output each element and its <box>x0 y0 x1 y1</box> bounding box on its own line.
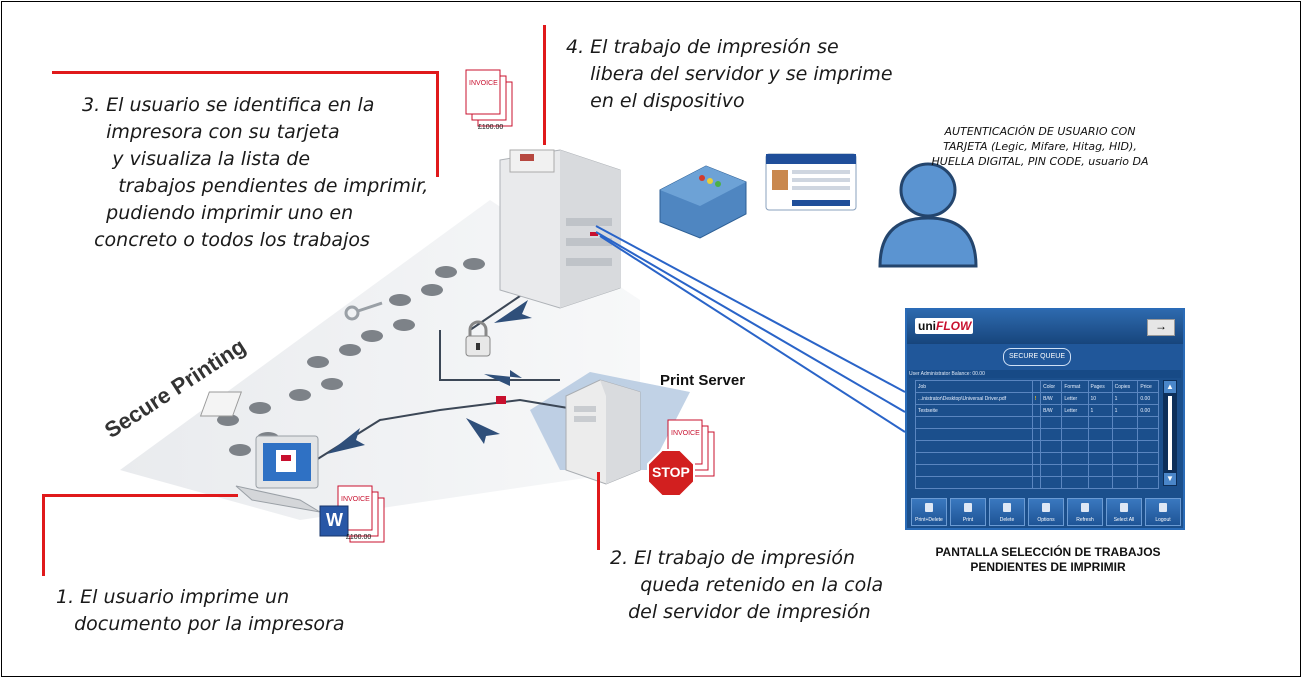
uniflow-secure-queue-panel: uniFLOW → SECURE QUEUE User Administrato… <box>905 308 1185 530</box>
refresh-icon <box>1081 503 1089 512</box>
uniflow-logo: uniFLOW <box>915 318 973 334</box>
authentication-methods-text: AUTENTICACIÓN DE USUARIO CON TARJETA (Le… <box>931 125 1149 168</box>
print-button[interactable]: Print <box>950 498 986 526</box>
delete-button[interactable]: Delete <box>989 498 1025 526</box>
select-all-button[interactable]: Select All <box>1106 498 1142 526</box>
multifunction-printer <box>499 149 621 309</box>
step-4-text: 4. El trabajo de impresión se libera del… <box>566 36 893 112</box>
secure-queue-label: SECURE QUEUE <box>1003 348 1071 366</box>
col-price: Price <box>1137 380 1159 393</box>
step-1-text: 1. El usuario imprime un documento por l… <box>56 586 345 635</box>
invoice-amount-top: £100.00 <box>478 124 504 131</box>
table-row-empty <box>915 416 1159 429</box>
col-status <box>1031 380 1042 393</box>
table-row-empty <box>915 428 1159 441</box>
print-server-tower <box>565 379 641 485</box>
table-row-empty <box>915 452 1159 465</box>
leader-step3-h <box>52 71 438 74</box>
id-card <box>765 153 857 211</box>
table-row-empty <box>915 476 1159 489</box>
print-icon <box>964 503 972 512</box>
delete-icon <box>1003 503 1011 512</box>
table-row[interactable]: ...inistrator\Desktop\Universal Driver.p… <box>915 392 1159 405</box>
col-copies: Copies <box>1111 380 1139 393</box>
user-silhouette-icon <box>878 162 978 268</box>
col-color: Color <box>1040 380 1063 393</box>
invoice-label-workstation: INVOICE <box>341 496 370 503</box>
flow-arrows <box>327 300 532 454</box>
col-format: Format <box>1061 380 1089 393</box>
floor-document-icon <box>199 391 506 417</box>
options-button[interactable]: Options <box>1028 498 1064 526</box>
col-pages: Pages <box>1087 380 1113 393</box>
table-header-row: Job Color Format Pages Copies Price <box>915 380 1159 393</box>
invoice-amount-workstation: £100.00 <box>346 534 372 541</box>
invoice-label-top: INVOICE <box>469 80 498 87</box>
panel-button-row: Print+Delete Print Delete Options Refres… <box>911 498 1181 526</box>
refresh-button[interactable]: Refresh <box>1067 498 1103 526</box>
leader-step3-v <box>436 71 439 177</box>
scroll-down-icon[interactable]: ▼ <box>1164 473 1176 485</box>
print-server-label: Print Server <box>660 372 746 389</box>
table-row-empty <box>915 440 1159 453</box>
invoice-label-server: INVOICE <box>671 430 700 437</box>
user-balance-line: User Administrator Balance: 00.00 <box>909 370 1181 378</box>
footprints <box>217 258 485 456</box>
padlock-icon <box>465 320 491 357</box>
logout-icon <box>1159 503 1167 512</box>
word-icon <box>319 505 349 537</box>
word-letter: W <box>326 510 343 530</box>
stop-label: STOP <box>652 464 690 480</box>
col-job: Job <box>915 380 1033 393</box>
workstation-computer <box>235 435 340 525</box>
scroll-up-icon[interactable]: ▲ <box>1164 381 1176 393</box>
panel-caption: PANTALLA SELECCIÓN DE TRABAJOS PENDIENTE… <box>893 545 1203 575</box>
step-3-text: 3. El usuario se identifica en la impres… <box>82 94 429 251</box>
table-row-empty <box>915 464 1159 477</box>
connector-lines <box>595 225 906 433</box>
table-row[interactable]: Testseite B/W Letter 1 1 0.00 <box>915 404 1159 417</box>
leader-step2-v <box>597 472 600 550</box>
key-icon <box>344 301 383 321</box>
forward-arrow-button[interactable]: → <box>1147 319 1175 336</box>
options-icon <box>1042 503 1050 512</box>
step-2-text: 2. El trabajo de impresión queda retenid… <box>610 547 884 623</box>
leader-step1-h <box>42 494 238 497</box>
panel-caption-line1: PANTALLA SELECCIÓN DE TRABAJOS <box>935 545 1161 559</box>
invoice-stack-top <box>465 69 513 127</box>
leader-step4-v <box>543 25 546 145</box>
job-list-scrollbar[interactable]: ▲ ▼ <box>1163 380 1177 486</box>
print-delete-icon <box>925 503 933 512</box>
stop-sign-icon <box>647 449 695 497</box>
card-reader-device <box>659 165 747 239</box>
select-all-icon <box>1120 503 1128 512</box>
logout-button[interactable]: Logout <box>1145 498 1181 526</box>
panel-caption-line2: PENDIENTES DE IMPRIMIR <box>970 560 1126 574</box>
job-table: Job Color Format Pages Copies Price ...i… <box>915 380 1159 489</box>
panel-header: uniFLOW → <box>907 310 1183 344</box>
scroll-track[interactable] <box>1168 396 1172 470</box>
leader-step1-v <box>42 494 45 576</box>
print-delete-button[interactable]: Print+Delete <box>911 498 947 526</box>
